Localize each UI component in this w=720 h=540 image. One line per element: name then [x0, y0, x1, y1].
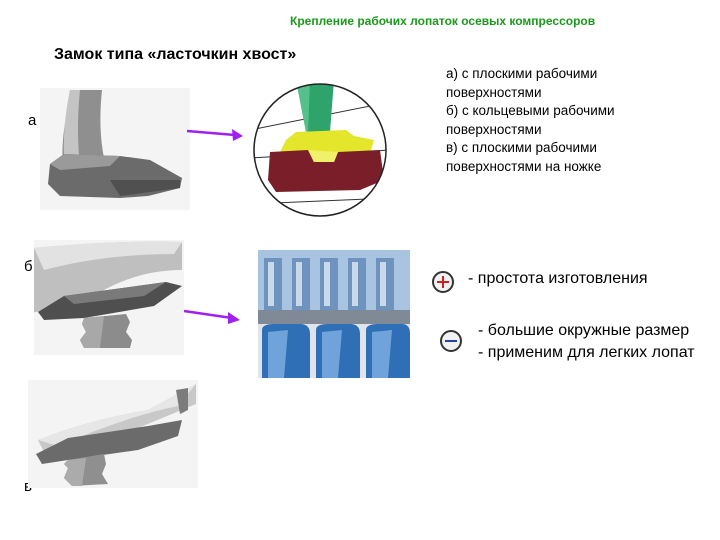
- cons-line-1: - большие окружные размер: [478, 322, 690, 339]
- variant-desc-line: поверхностями: [446, 84, 542, 100]
- variant-desc-line: в) с плоскими рабочими: [446, 140, 597, 155]
- cons-line-2: - применим для легких лопат: [478, 344, 695, 361]
- arrow-b: [182, 308, 242, 324]
- variant-desc-line: б) с кольцевыми рабочими: [446, 103, 615, 118]
- minus-icon: [440, 330, 462, 352]
- blade-image-b: [34, 240, 184, 355]
- variant-label-b: б: [24, 258, 33, 275]
- arrow-a: [185, 126, 245, 142]
- variant-desc-line: а) с плоскими рабочими: [446, 66, 598, 81]
- section-title: Замок типа «ласточкин хвост»: [54, 46, 297, 63]
- compressor-disc-section-image: [258, 250, 410, 378]
- blade-image-a: [40, 88, 190, 210]
- variant-label-a: а: [28, 112, 37, 129]
- variant-desc-line: поверхностями: [446, 121, 542, 137]
- pros-text: - простота изготовления: [468, 270, 648, 287]
- plus-icon: [432, 271, 454, 293]
- blade-image-c: [28, 380, 198, 488]
- slide-header-title: Крепление рабочих лопаток осевых компрес…: [290, 14, 596, 28]
- variants-description: а) с плоскими рабочими поверхностями б) …: [446, 65, 716, 176]
- variant-label-v: в: [24, 478, 32, 495]
- variant-desc-line: поверхностями на ножке: [446, 158, 602, 174]
- dovetail-detail-circle: [250, 80, 390, 220]
